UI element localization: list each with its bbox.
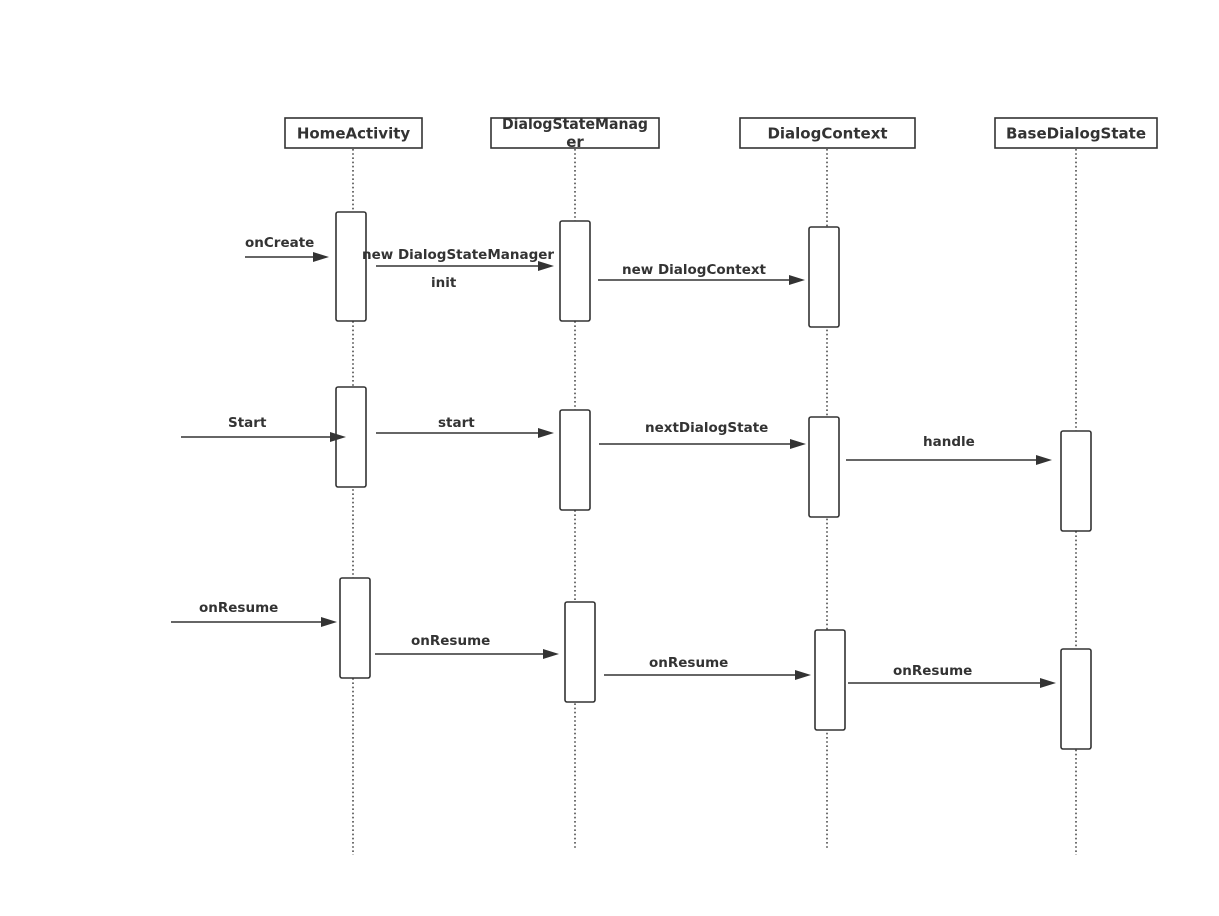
- message-label: onResume: [199, 600, 278, 616]
- message-start-in: Start: [181, 415, 346, 442]
- lifeline-label: HomeActivity: [297, 125, 411, 143]
- arrowhead-icon: [1040, 678, 1056, 688]
- message-new-dialogstatemanager: new DialogStateManager init: [362, 247, 554, 291]
- arrowhead-icon: [790, 439, 806, 449]
- message-label: onCreate: [245, 235, 314, 251]
- message-label: onResume: [649, 655, 728, 671]
- lifeline-header-dsm: DialogStateManag er: [490, 115, 660, 151]
- message-label: start: [438, 415, 475, 431]
- message-label: onResume: [893, 663, 972, 679]
- activation-bds-onresume: [1060, 648, 1092, 750]
- arrowhead-icon: [1036, 455, 1052, 465]
- message-onresume-bds: onResume: [848, 663, 1056, 688]
- activation-home-oncreate: [335, 211, 367, 322]
- message-label: new DialogStateManager: [362, 247, 554, 263]
- activation-home-onresume: [339, 577, 371, 679]
- message-nextdialogstate: nextDialogState: [599, 420, 806, 449]
- message-onresume-dsm: onResume: [375, 633, 559, 659]
- message-onresume-ctx: onResume: [604, 655, 811, 680]
- activation-dsm-onresume: [564, 601, 596, 703]
- lifeline-label: BaseDialogState: [1006, 125, 1146, 143]
- arrowhead-icon: [538, 428, 554, 438]
- message-label: init: [431, 275, 457, 291]
- lifeline-header-ctx: DialogContext: [739, 117, 916, 149]
- arrowhead-icon: [543, 649, 559, 659]
- message-start: start: [376, 415, 554, 438]
- arrowhead-icon: [795, 670, 811, 680]
- lifeline-label: DialogStateManag: [502, 115, 648, 133]
- message-new-dialogcontext: new DialogContext: [598, 262, 805, 285]
- message-handle: handle: [846, 434, 1052, 465]
- arrowhead-icon: [321, 617, 337, 627]
- activation-dsm-init: [559, 220, 591, 322]
- message-label: onResume: [411, 633, 490, 649]
- arrowhead-icon: [313, 252, 329, 262]
- message-label: new DialogContext: [622, 262, 767, 278]
- lifeline-header-bds: BaseDialogState: [994, 117, 1158, 149]
- message-label: handle: [923, 434, 975, 450]
- activation-ctx-onresume: [814, 629, 846, 731]
- message-label: nextDialogState: [645, 420, 768, 436]
- arrowhead-icon: [789, 275, 805, 285]
- arrowhead-icon: [330, 432, 346, 442]
- lifeline-header-home: HomeActivity: [284, 117, 423, 149]
- message-oncreate: onCreate: [245, 235, 329, 262]
- message-onresume-in: onResume: [171, 600, 337, 627]
- activation-ctx-new: [808, 226, 840, 328]
- lifeline-label-wrap: er: [566, 133, 584, 151]
- activation-bds-handle: [1060, 430, 1092, 532]
- activation-dsm-start: [559, 409, 591, 511]
- arrowhead-icon: [538, 261, 554, 271]
- activation-ctx-next: [808, 416, 840, 518]
- lifeline-label: DialogContext: [767, 125, 887, 143]
- message-label: Start: [228, 415, 267, 431]
